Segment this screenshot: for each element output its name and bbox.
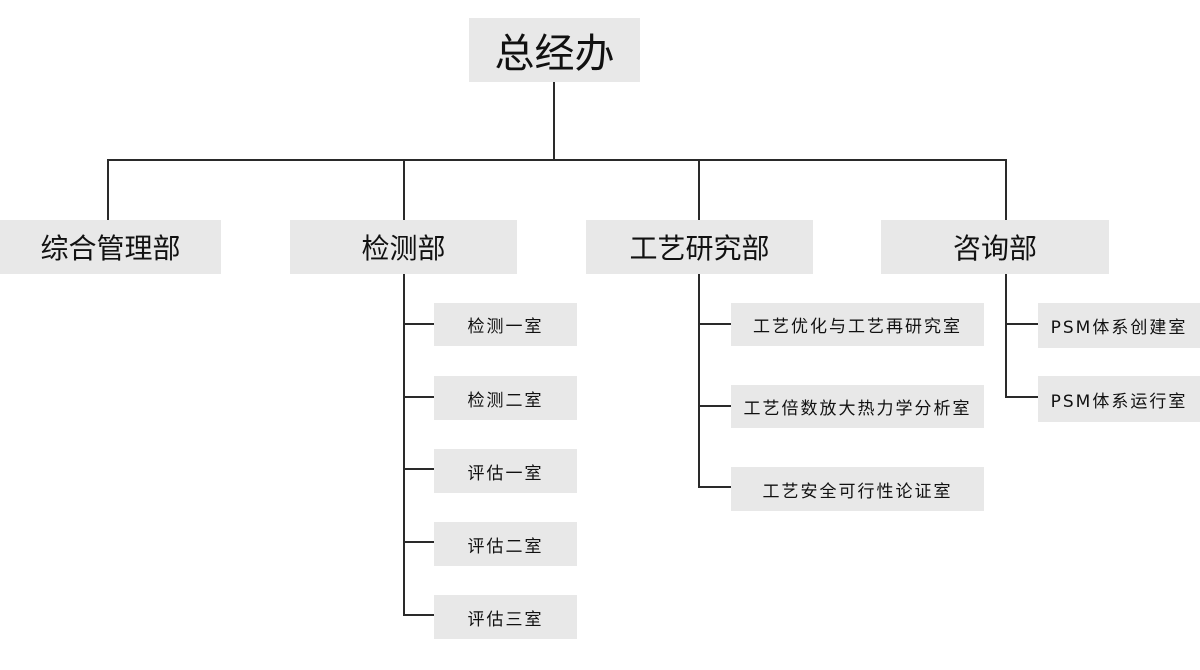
unit-detection-1: 检测一室 (434, 303, 577, 346)
detection-branch-4 (403, 541, 434, 543)
detection-trunk (403, 274, 405, 615)
process-branch-2 (698, 405, 731, 407)
process-branch-3 (698, 486, 731, 488)
unit-consult-2: PSM体系运行室 (1038, 376, 1200, 422)
root-connector (553, 82, 555, 160)
detection-branch-3 (403, 468, 434, 470)
unit-process-3: 工艺安全可行性论证室 (731, 467, 984, 511)
unit-detection-3: 评估一室 (434, 449, 577, 493)
consult-trunk (1005, 274, 1007, 398)
unit-consult-1: PSM体系创建室 (1038, 303, 1200, 348)
dept-connector-1 (107, 159, 109, 220)
consult-branch-2 (1005, 396, 1038, 398)
dept-connector-2 (403, 159, 405, 220)
dept-general-management: 综合管理部 (0, 220, 221, 274)
dept-consulting: 咨询部 (881, 220, 1109, 274)
unit-detection-5: 评估三室 (434, 595, 577, 639)
dept-detection: 检测部 (290, 220, 517, 274)
unit-process-1: 工艺优化与工艺再研究室 (731, 303, 984, 346)
consult-branch-1 (1005, 323, 1038, 325)
detection-branch-1 (403, 323, 434, 325)
dept-connector-4 (1005, 159, 1007, 220)
unit-process-2: 工艺倍数放大热力学分析室 (731, 385, 984, 428)
unit-detection-4: 评估二室 (434, 522, 577, 566)
detection-branch-5 (403, 614, 434, 616)
dept-connector-3 (698, 159, 700, 220)
root-node: 总经办 (469, 18, 640, 82)
dept-process-research: 工艺研究部 (586, 220, 813, 274)
process-trunk (698, 274, 700, 487)
detection-branch-2 (403, 396, 434, 398)
process-branch-1 (698, 323, 731, 325)
unit-detection-2: 检测二室 (434, 376, 577, 420)
top-bus-line (107, 159, 1007, 161)
